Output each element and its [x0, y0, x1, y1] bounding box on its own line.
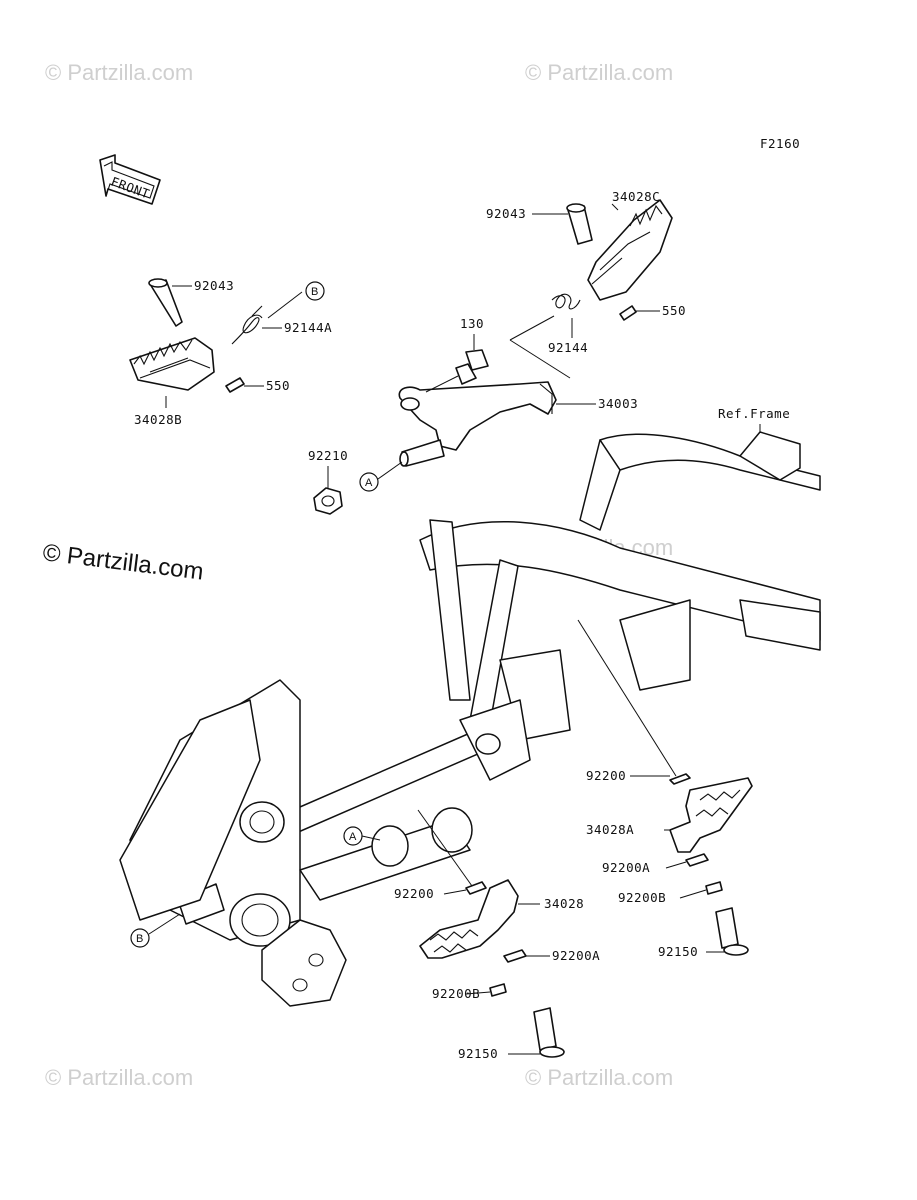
callout-b-top: B — [305, 281, 325, 301]
clip-92200b-right — [705, 881, 723, 895]
left-footrest-assembly — [417, 809, 565, 1058]
part-label-550-right: 550 — [662, 303, 686, 318]
pin-92150-left — [533, 1007, 557, 1051]
part-label-92043-left: 92043 — [194, 278, 234, 293]
part-label-92043-right: 92043 — [486, 206, 526, 221]
washer-92200-right — [669, 773, 691, 785]
part-label-92144a: 92144A — [284, 320, 332, 335]
callout-b-frame: B — [130, 928, 150, 948]
left-footpeg-assembly — [129, 278, 303, 408]
watermark-large: © Partzilla.com — [41, 539, 205, 586]
diagram-code: F2160 — [760, 136, 800, 151]
svg-text:A: A — [349, 831, 357, 843]
watermark-bottom-right: © Partzilla.com — [525, 1065, 673, 1090]
part-label-34028b: 34028B — [134, 412, 182, 427]
part-label-92210: 92210 — [308, 448, 348, 463]
part-label-92200b-right: 92200B — [618, 890, 666, 905]
part-label-34028: 34028 — [544, 896, 584, 911]
part-label-92150-right: 92150 — [658, 944, 698, 959]
footpeg-34028c — [587, 199, 673, 301]
part-label-34003: 34003 — [598, 396, 638, 411]
nut-92210 — [313, 487, 343, 515]
bracket-34003 — [398, 381, 557, 451]
part-label-92200-right: 92200 — [586, 768, 626, 783]
part-label-92144: 92144 — [548, 340, 588, 355]
part-label-92200b-left: 92200B — [432, 986, 480, 1001]
right-footrest-assembly — [577, 619, 753, 956]
part-label-34028a: 34028A — [586, 822, 634, 837]
footpeg-bracket-assembly — [313, 334, 596, 515]
clip-92200b-left — [489, 983, 507, 997]
part-label-92200a-right: 92200A — [602, 860, 650, 875]
part-label-550-left: 550 — [266, 378, 290, 393]
washer-92200a-left — [503, 949, 527, 963]
washer-92200a-right — [685, 853, 709, 867]
svg-text:B: B — [136, 933, 143, 945]
callout-a-frame: A — [343, 826, 363, 846]
cotter-pin-550-right — [619, 305, 637, 321]
part-label-34028c: 34028C — [612, 189, 660, 204]
washer-92200-left — [465, 881, 487, 895]
part-label-92150-left: 92150 — [458, 1046, 498, 1061]
part-label-92200a-left: 92200A — [552, 948, 600, 963]
right-footpeg-assembly — [509, 199, 673, 379]
ref-frame-label: Ref.Frame — [718, 406, 790, 421]
callout-a-top: A — [359, 472, 379, 492]
cotter-pin-550-left — [225, 377, 245, 393]
watermark-top-left: © Partzilla.com — [45, 60, 193, 85]
pin-92150-right — [715, 907, 739, 949]
spring-92144 — [551, 293, 581, 310]
svg-text:A: A — [365, 477, 373, 489]
part-label-92200-left: 92200 — [394, 886, 434, 901]
watermark-top-right: © Partzilla.com — [525, 60, 673, 85]
motorcycle-frame-drawing — [119, 431, 821, 1007]
part-label-130: 130 — [460, 316, 484, 331]
front-direction-arrow-icon: FRONT — [99, 154, 161, 205]
spring-92144a — [231, 314, 263, 345]
watermark-bottom-left: © Partzilla.com — [45, 1065, 193, 1090]
watermarks: © Partzilla.com © Partzilla.com © Partzi… — [41, 60, 673, 1090]
bolt-130 — [465, 349, 489, 371]
svg-text:B: B — [311, 286, 318, 298]
